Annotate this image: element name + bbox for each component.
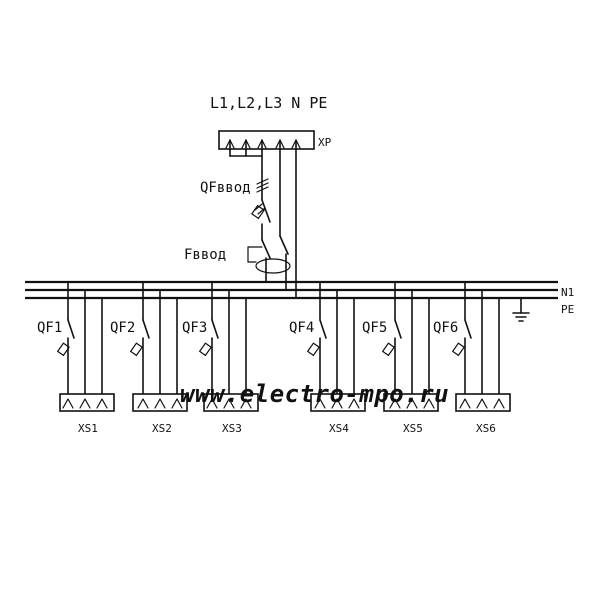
socket-label-1: XS1 bbox=[78, 422, 98, 435]
branch-3: QF3 bbox=[182, 281, 247, 400]
socket-xs6: XS6 bbox=[455, 393, 511, 435]
breaker-label-5: QF5 bbox=[362, 320, 387, 336]
terminal-block-xp: XP bbox=[218, 130, 332, 173]
socket-label-3: XS3 bbox=[222, 422, 242, 435]
socket-xs2: XS2 bbox=[132, 393, 188, 435]
socket-xs1: XS1 bbox=[59, 393, 115, 435]
bus-label-pe: PE bbox=[561, 303, 574, 316]
socket-label-4: XS4 bbox=[329, 422, 349, 435]
socket-label-2: XS2 bbox=[152, 422, 172, 435]
breaker-label-4: QF4 bbox=[289, 320, 314, 336]
socket-xs4: XS4 bbox=[310, 393, 366, 435]
socket-xs3: XS3 bbox=[203, 393, 259, 435]
input-breaker: QFввод bbox=[200, 171, 271, 241]
input-rcd: Fввод bbox=[184, 235, 291, 291]
busbar-set: N1 PE bbox=[25, 280, 574, 316]
breaker-label-2: QF2 bbox=[110, 320, 135, 336]
input-rcd-label: Fввод bbox=[184, 247, 226, 263]
breaker-label-3: QF3 bbox=[182, 320, 207, 336]
terminal-block-label: XP bbox=[318, 136, 332, 149]
branch-2: QF2 bbox=[110, 281, 178, 400]
input-breaker-label: QFввод bbox=[200, 180, 251, 196]
branch-6: QF6 bbox=[433, 281, 500, 400]
bus-label-n: N1 bbox=[561, 286, 574, 299]
socket-xs5: XS5 bbox=[383, 393, 439, 435]
breaker-label-6: QF6 bbox=[433, 320, 458, 336]
supply-label: L1,L2,L3 N PE bbox=[210, 94, 327, 112]
socket-label-6: XS6 bbox=[476, 422, 496, 435]
branch-1: QF1 bbox=[37, 281, 103, 400]
breaker-label-1: QF1 bbox=[37, 320, 62, 336]
socket-label-5: XS5 bbox=[403, 422, 423, 435]
watermark-text: www.electro-mpo.ru bbox=[180, 380, 449, 408]
branch-4: QF4 bbox=[289, 281, 355, 400]
branch-5: QF5 bbox=[362, 281, 430, 400]
ground-icon bbox=[512, 297, 530, 322]
